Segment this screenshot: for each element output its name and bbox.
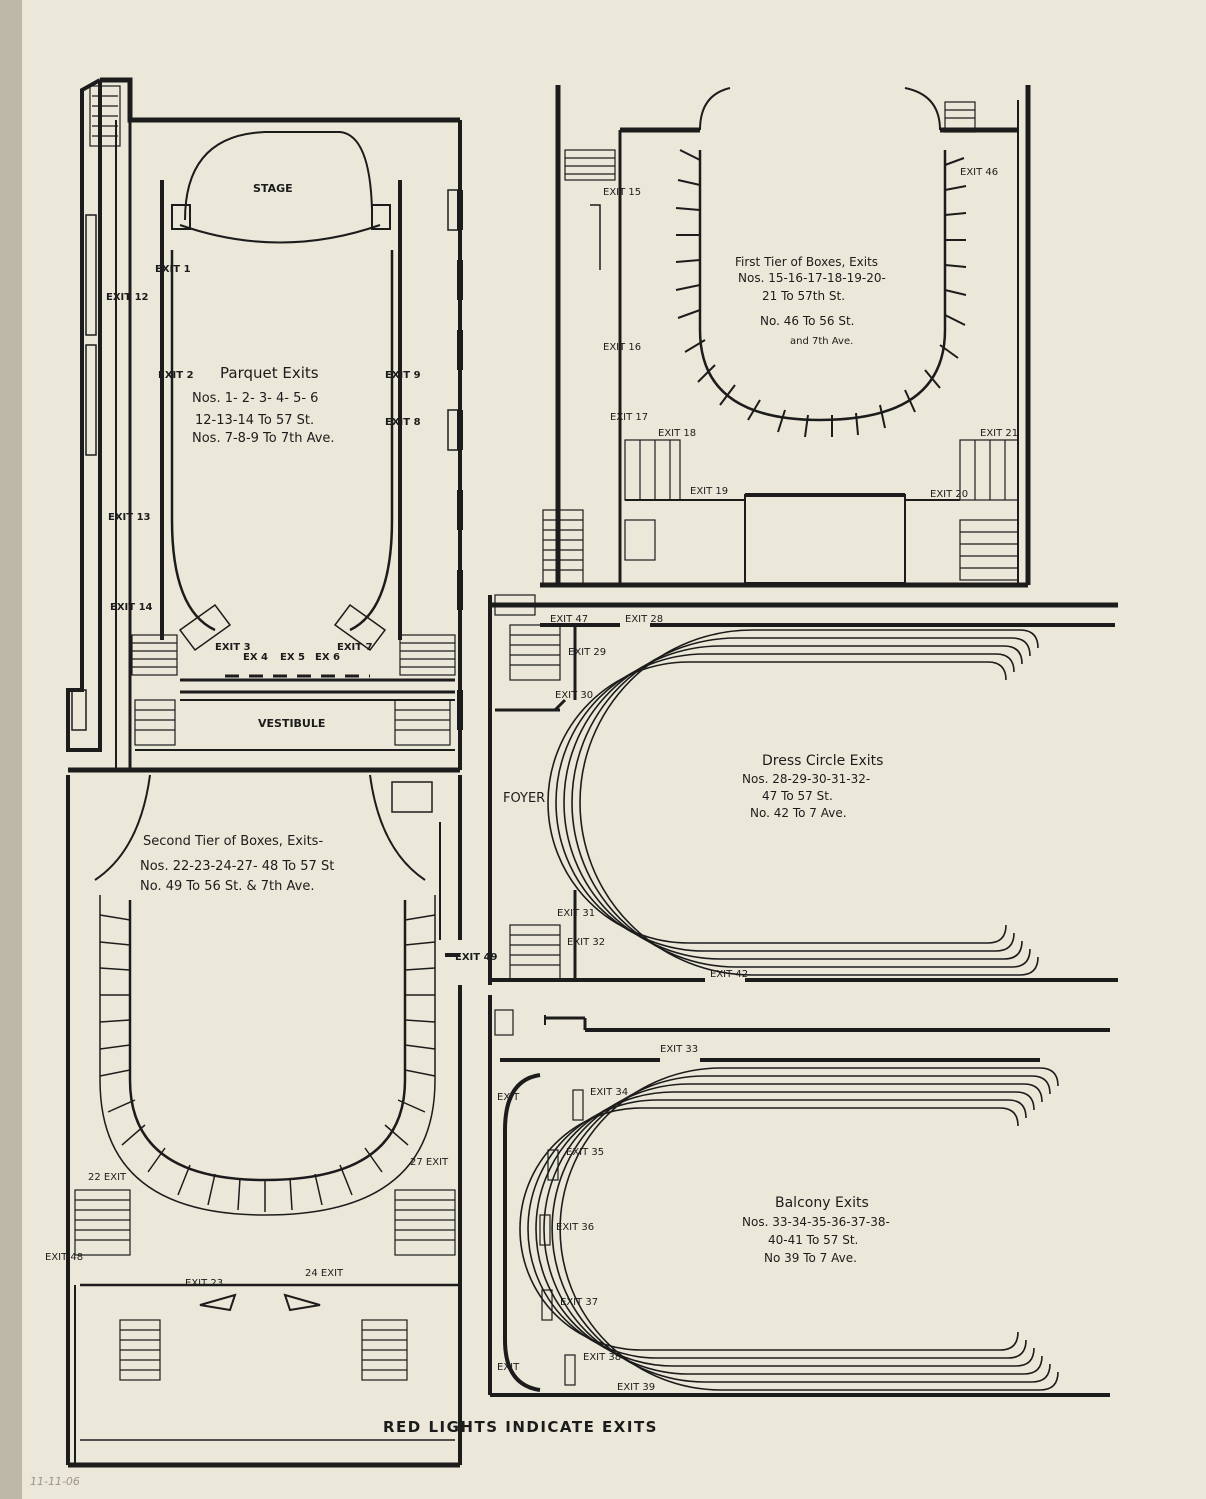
exit-15-label: EXIT 15	[603, 187, 641, 198]
exit-21-label: EXIT 21	[980, 428, 1018, 439]
exit-18-label: EXIT 18	[658, 428, 696, 439]
first-tier-line-4: and 7th Ave.	[790, 336, 853, 347]
balcony-row	[551, 1075, 1051, 1383]
exit-22-label: 22 EXIT	[88, 1172, 127, 1183]
balcony-row-end	[1031, 1075, 1051, 1095]
exit-48-label: EXIT 48	[45, 1252, 83, 1263]
first-tier-plan	[540, 85, 1031, 588]
dress-circle-line-3: No. 42 To 7 Ave.	[750, 806, 847, 820]
dress-circle-plan	[488, 594, 1118, 985]
exit-31-label: EXIT 31	[557, 908, 595, 919]
balcony-line-2: 40-41 To 57 St.	[768, 1233, 858, 1247]
exit-14-label: EXIT 14	[110, 602, 153, 613]
exit-3-label: EXIT 3	[215, 642, 251, 653]
balcony-exit-upper-label: EXIT	[497, 1092, 520, 1103]
stage-label: STAGE	[253, 182, 293, 195]
exit-27-label: 27 EXIT	[410, 1157, 449, 1168]
first-tier-line-3: No. 46 To 56 St.	[760, 314, 855, 328]
exit-30-label: EXIT 30	[555, 690, 593, 701]
exit-32-label: EXIT 32	[567, 937, 605, 948]
exit-49-label: EXIT 49	[455, 952, 498, 963]
parquet-title: Parquet Exits	[220, 364, 319, 382]
balcony-line-1: Nos. 33-34-35-36-37-38-	[742, 1215, 890, 1229]
parquet-line-3: Nos. 7-8-9 To 7th Ave.	[192, 431, 335, 446]
exit-7-label: EXIT 7	[337, 642, 373, 653]
balcony-row-end	[1007, 1099, 1027, 1119]
balcony-row	[559, 1067, 1059, 1391]
exit-47-label: EXIT 47	[550, 614, 588, 625]
exit-13-label: EXIT 13	[108, 512, 151, 523]
balcony-row-end	[1039, 1067, 1059, 1087]
exit-36-label: EXIT 36	[556, 1222, 594, 1233]
second-tier-line-2: No. 49 To 56 St. & 7th Ave.	[140, 879, 314, 894]
second-tier-plan	[66, 774, 462, 1468]
balcony-row-end	[999, 1107, 1019, 1127]
balcony-row-end	[1023, 1083, 1043, 1103]
exit-39-label: EXIT 39	[617, 1382, 655, 1393]
exit-1-label: EXIT 1	[155, 264, 191, 275]
exit-46-label: EXIT 46	[960, 167, 998, 178]
balcony-title: Balcony Exits	[775, 1195, 869, 1211]
dress-circle-row	[547, 661, 1007, 944]
dress-circle-row-end	[987, 661, 1007, 681]
binding-margin	[0, 0, 22, 1499]
balcony-row	[527, 1099, 1027, 1359]
parquet-plan	[66, 77, 463, 773]
parquet-line-2: 12-13-14 To 57 St.	[195, 413, 314, 428]
handwritten-date-note: 11-11-06	[30, 1475, 80, 1488]
exit-33-label: EXIT 33	[660, 1044, 698, 1055]
foyer-label: FOYER	[503, 791, 545, 806]
exit-29-label: EXIT 29	[568, 647, 606, 658]
dress-circle-title: Dress Circle Exits	[762, 753, 883, 769]
exit-35-label: EXIT 35	[566, 1147, 604, 1158]
exit-8-label: EXIT 8	[385, 417, 421, 428]
dress-circle-row-end	[1019, 629, 1039, 649]
exit-24-label: 24 EXIT	[305, 1268, 344, 1279]
parquet-line-1: Nos. 1- 2- 3- 4- 5- 6	[192, 391, 318, 406]
dress-circle-line-2: 47 To 57 St.	[762, 789, 833, 803]
first-tier-line-1: Nos. 15-16-17-18-19-20-	[738, 271, 886, 285]
exit-4-label: EX 4	[243, 652, 268, 663]
balcony-line-3: No 39 To 7 Ave.	[764, 1251, 857, 1265]
second-tier-line-1: Nos. 22-23-24-27- 48 To 57 St	[140, 859, 334, 874]
exit-42-label: EXIT 42	[710, 969, 748, 980]
exit-2-label: EXIT 2	[158, 370, 194, 381]
dress-circle-row-end	[995, 653, 1015, 673]
exit-12-label: EXIT 12	[106, 292, 149, 303]
balcony-row	[543, 1083, 1043, 1375]
exit-9-label: EXIT 9	[385, 370, 421, 381]
exit-5-label: EX 5	[280, 652, 305, 663]
first-tier-line-2: 21 To 57th St.	[762, 289, 845, 303]
first-tier-title: First Tier of Boxes, Exits	[735, 255, 878, 269]
exit-38-label: EXIT 38	[583, 1352, 621, 1363]
exit-37-label: EXIT 37	[560, 1297, 598, 1308]
balcony-row	[535, 1091, 1035, 1367]
balcony-exit-lower-label: EXIT	[497, 1362, 520, 1373]
exit-20-label: EXIT 20	[930, 489, 968, 500]
caption-text: RED LIGHTS INDICATE EXITS	[383, 1418, 658, 1436]
vestibule-label: VESTIBULE	[258, 717, 325, 730]
dress-circle-line-1: Nos. 28-29-30-31-32-	[742, 772, 870, 786]
dress-circle-row-end	[1011, 637, 1031, 657]
exit-23-label: EXIT 23	[185, 1278, 223, 1289]
balcony-row-end	[1015, 1091, 1035, 1111]
exit-16-label: EXIT 16	[603, 342, 641, 353]
exit-19-label: EXIT 19	[690, 486, 728, 497]
balcony-plan	[488, 995, 1110, 1397]
dress-circle-row-end	[1003, 645, 1023, 665]
exit-34-label: EXIT 34	[590, 1087, 628, 1098]
second-tier-title: Second Tier of Boxes, Exits-	[143, 834, 323, 849]
balcony-row	[519, 1107, 1019, 1351]
exit-28-label: EXIT 28	[625, 614, 663, 625]
exit-17-label: EXIT 17	[610, 412, 648, 423]
exit-6-label: EX 6	[315, 652, 340, 663]
